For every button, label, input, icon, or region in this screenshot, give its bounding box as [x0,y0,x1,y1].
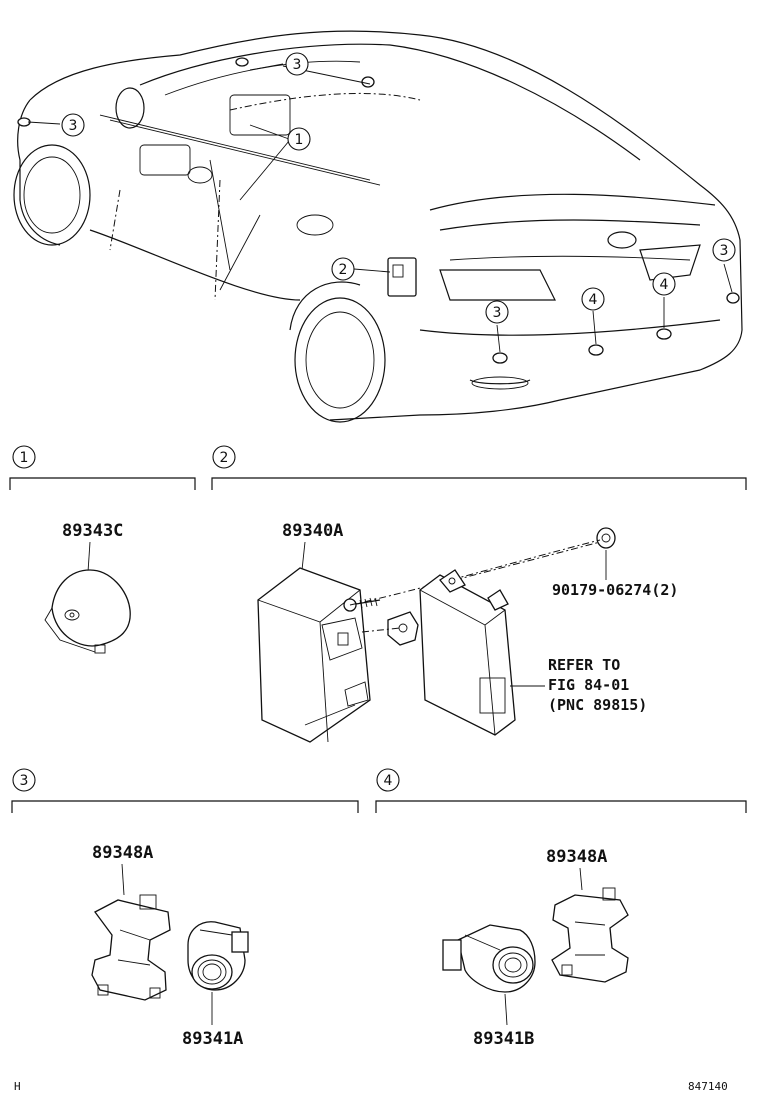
callout-3-rear-left-label: 3 [493,305,502,321]
callout-4-right-label: 4 [660,277,669,293]
nut-90179 [596,527,616,549]
callout-3-rear-left [485,300,509,324]
section-4-number: 4 [384,773,393,789]
bracket-89348A-right [551,887,629,983]
bracket-89348A-left [91,894,171,1001]
callout-2-label: 2 [339,262,348,278]
refer-to-line3: (PNC 89815) [548,696,647,714]
sensor-89341B [442,924,536,993]
part-89340A-label: 89340A [282,521,343,541]
part-89343C-label: 89343C [62,521,123,541]
part-89341A-label: 89341A [182,1029,243,1049]
callout-1 [287,127,311,151]
callout-3-rear-right [712,238,736,262]
part-89343C-sensor [44,569,131,654]
bracket-mount [387,611,419,646]
section-3-number: 3 [20,773,29,789]
callout-4-left-label: 4 [589,292,598,308]
sensor-89341A [187,921,249,991]
part-89348A-left-label: 89348A [92,843,153,863]
callout-3-top [285,52,309,76]
part-89348A-right-label: 89348A [546,847,607,867]
callout-1-label: 1 [295,132,304,148]
callout-2 [331,257,355,281]
refer-to-line1: REFER TO [548,656,620,674]
section-1: 1 89343C [9,445,196,654]
footer-left: H [14,1080,21,1093]
callout-4-right [652,272,676,296]
part-89341B-label: 89341B [473,1029,534,1049]
callout-4-left [581,287,605,311]
callout-3-top-label: 3 [293,57,302,73]
part-90179-label: 90179-06274(2) [552,581,678,599]
car-overview: 3 3 1 2 3 4 4 3 [13,30,743,423]
refer-module [419,569,516,736]
section-3: 3 89348A 89341A [11,768,359,1049]
section-4: 4 89348A 89341B [375,768,747,1049]
callout-3-front [61,113,85,137]
callout-3-front-label: 3 [69,118,78,134]
footer-code: 847140 [688,1080,728,1093]
section-2-number: 2 [220,450,229,466]
part-89340A-ecu [257,567,371,743]
callout-3-rear-right-label: 3 [720,243,729,259]
section-1-number: 1 [20,450,29,466]
refer-to-line2: FIG 84-01 [548,676,629,694]
section-2: 2 89340A 90179-06274(2) [211,445,747,743]
